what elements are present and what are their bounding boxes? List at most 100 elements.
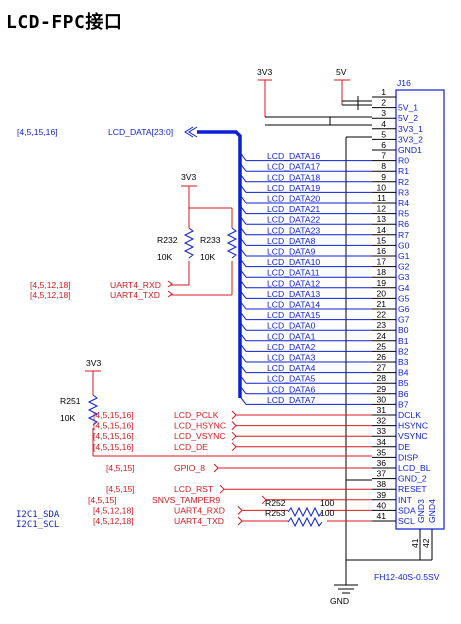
pin-number: 10 (376, 182, 386, 192)
pin-number: 13 (376, 214, 386, 224)
pin-number: 31 (376, 405, 386, 415)
pin-number: 35 (376, 447, 386, 457)
uart-top-net: UART4_TXD (110, 290, 160, 300)
data-net-label: LCD_DATA6 (267, 384, 316, 394)
pin-number-vertical: 41 (410, 538, 420, 548)
pin-number: 27 (376, 363, 386, 373)
r232-ref: R232 (157, 235, 178, 245)
gpio-arrow (213, 463, 219, 473)
r251-zigzag (87, 394, 99, 426)
pin-number: 22 (376, 310, 386, 320)
ctrl-arrow (231, 421, 237, 430)
r233-value: 10K (200, 252, 216, 262)
bus-entry (239, 205, 247, 214)
pin-number: 17 (376, 257, 386, 267)
bus-entry (239, 353, 247, 363)
pin-number: 18 (376, 267, 386, 277)
uart-top-net: UART4_RXD (110, 280, 161, 290)
data-net-label: LCD_DATA20 (267, 194, 320, 204)
pin-name: B7 (398, 399, 409, 409)
r233-zigzag (226, 227, 238, 259)
pin-name-vertical: GND3 (416, 499, 426, 523)
r233-ref: R233 (200, 235, 221, 245)
pin-number: 24 (376, 331, 386, 341)
bus-entry (239, 311, 247, 320)
data-net-label: LCD_DATA8 (267, 236, 316, 246)
pin-number: 2 (381, 98, 386, 108)
ctrl-arrow (231, 431, 237, 441)
bus-entry (239, 374, 247, 384)
data-net-label: LCD_DATA16 (267, 151, 320, 161)
pin-name: G5 (398, 293, 410, 303)
pin-name: B6 (398, 389, 409, 399)
data-bus-label: LCD_DATA[23:0] (108, 127, 173, 137)
power-3v3-label-top: 3V3 (257, 67, 273, 77)
ctrl-ref: [4,5,15,16] (93, 410, 134, 420)
pin-number: 12 (376, 204, 386, 214)
bus-arrow (184, 126, 198, 138)
data-net-label: LCD_DATA14 (267, 300, 320, 310)
pin-name: B4 (398, 368, 409, 378)
pin-name: INT (398, 495, 413, 505)
pin-name: G0 (398, 240, 410, 250)
bus-entry (239, 194, 247, 204)
ctrl-net: LCD_DE (174, 442, 208, 452)
data-net-label: LCD_DATA21 (267, 204, 320, 214)
gpio-ref: [4,5,15] (106, 463, 135, 473)
pin-name: G1 (398, 251, 410, 261)
pin-number: 9 (381, 172, 386, 182)
power-3v3-label-r251: 3V3 (86, 358, 102, 368)
bottom-net: SNVS_TAMPER9 (152, 495, 220, 505)
pin-name: R7 (398, 230, 409, 240)
r253-ref: R253 (265, 508, 286, 518)
pin-name: 3V3_1 (398, 124, 423, 134)
r251-value: 10K (60, 413, 76, 423)
bus-entry (239, 385, 247, 395)
pin-number: 11 (377, 193, 386, 203)
data-net-label: LCD_DATA1 (267, 331, 316, 341)
pin-name: SDA (398, 505, 416, 515)
bus-entry (239, 162, 247, 172)
pin-number: 5 (381, 129, 386, 139)
data-net-label: LCD_DATA23 (267, 225, 320, 235)
bus-entry (239, 247, 247, 257)
pin-number: 34 (376, 437, 386, 447)
bottom-arrow (237, 516, 243, 526)
bottom-arrow (237, 506, 243, 515)
bus-entry (239, 152, 247, 161)
pin-name: R3 (398, 187, 409, 197)
data-net-label: LCD_DATA11 (267, 268, 320, 278)
power-gnd-label: GND (330, 596, 349, 606)
pin-number: 21 (376, 299, 386, 309)
pin-name: R5 (398, 209, 409, 219)
data-net-label: LCD_DATA2 (267, 342, 316, 352)
data-net-label: LCD_DATA5 (267, 374, 316, 384)
pin-number: 25 (376, 341, 386, 351)
connector-ref: J16 (397, 78, 411, 88)
pin-name: B5 (398, 378, 409, 388)
pin-name: 3V3_2 (398, 134, 423, 144)
pin-number: 33 (376, 426, 386, 436)
bottom-net: UART4_TXD (174, 516, 224, 526)
ctrl-net: LCD_HSYNC (174, 421, 226, 431)
bus-entry (239, 364, 247, 373)
bus-entry (239, 184, 247, 193)
pin-name: G3 (398, 272, 410, 282)
bottom-ref: [4,5,12,18] (93, 505, 134, 515)
r252-value: 100 (320, 498, 335, 508)
uart-top-ref: [4,5,12,18] (30, 280, 71, 290)
pin-name-vertical: GND4 (427, 499, 437, 523)
pin-number: 40 (376, 500, 386, 510)
i2c-sda-label: I2C1_SDA (16, 510, 60, 520)
uart-top-ref: [4,5,12,18] (30, 290, 71, 300)
pin-name: HSYNC (398, 421, 428, 431)
pin-name: GND1 (398, 145, 422, 155)
bottom-ref: [4,5,15] (106, 484, 135, 494)
pin-name: GND_2 (398, 474, 427, 484)
ctrl-ref: [4,5,15,16] (93, 442, 134, 452)
pin-name: DCLK (398, 410, 421, 420)
pin-number: 16 (376, 246, 386, 256)
pin-number: 6 (381, 140, 386, 150)
data-net-label: LCD_DATA3 (267, 353, 316, 363)
